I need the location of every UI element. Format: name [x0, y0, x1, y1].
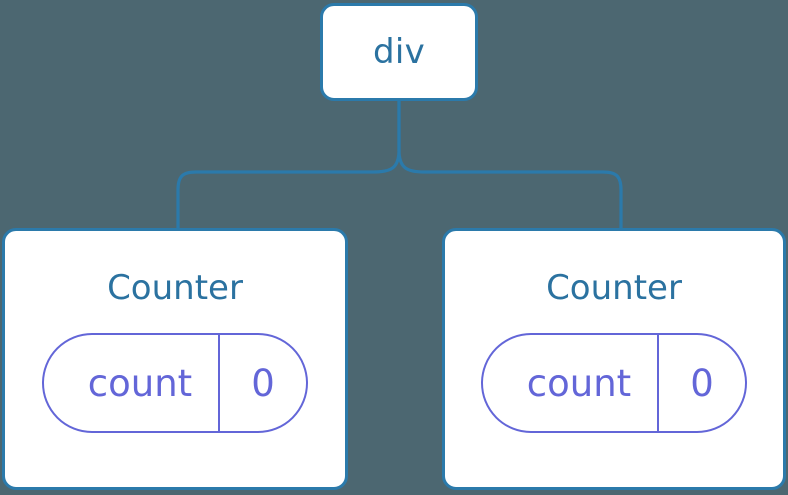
state-key-right: count — [483, 335, 659, 431]
state-value-left: 0 — [251, 361, 275, 405]
state-pill-left[interactable]: count 0 — [42, 333, 308, 433]
edge-root-to-left-counter — [176, 99, 401, 232]
node-counter-left-label: Counter — [107, 268, 243, 308]
node-counter-left[interactable]: Counter count 0 — [2, 228, 348, 490]
node-counter-right[interactable]: Counter count 0 — [442, 228, 786, 490]
node-div-label: div — [372, 32, 426, 72]
state-value-right: 0 — [690, 361, 714, 405]
state-key-left: count — [44, 335, 220, 431]
node-div[interactable]: div — [320, 3, 478, 101]
edge-root-to-right-counter — [397, 99, 623, 232]
node-counter-right-label: Counter — [546, 268, 682, 308]
state-pill-right[interactable]: count 0 — [481, 333, 747, 433]
